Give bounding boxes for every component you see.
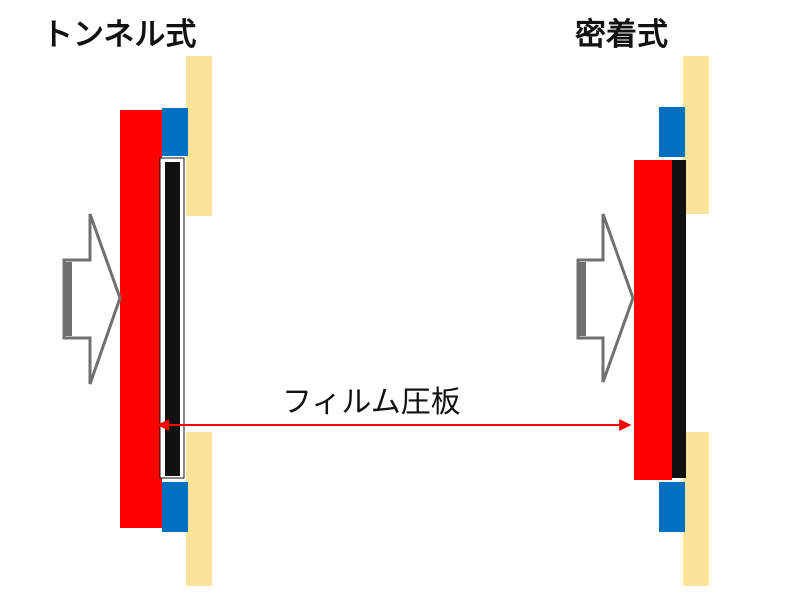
upper-clamp-right <box>659 107 685 157</box>
film-left <box>165 162 180 476</box>
lower-clamp-right <box>659 482 685 532</box>
contact-type-title: 密着式 <box>575 17 668 53</box>
push-arrow-right <box>576 213 635 383</box>
tunnel-type-title: トンネル式 <box>42 17 196 53</box>
film-pressure-plate-label: フィルム圧板 <box>282 385 461 420</box>
push-arrow-right-bar <box>578 262 586 336</box>
lower-frame-left <box>186 432 212 586</box>
tunnel-type-assembly <box>62 56 212 586</box>
lower-frame-right <box>683 432 709 586</box>
pressure-plate-left <box>120 110 162 528</box>
contact-type-assembly <box>576 56 709 586</box>
push-arrow-left <box>62 213 122 385</box>
film-right <box>672 160 686 478</box>
push-arrow-left-bar <box>64 262 72 336</box>
upper-frame-right <box>683 56 709 214</box>
pressure-plate-right <box>634 160 672 480</box>
upper-clamp-left <box>162 108 188 156</box>
upper-frame-left <box>186 56 212 216</box>
lower-clamp-left <box>162 482 188 532</box>
